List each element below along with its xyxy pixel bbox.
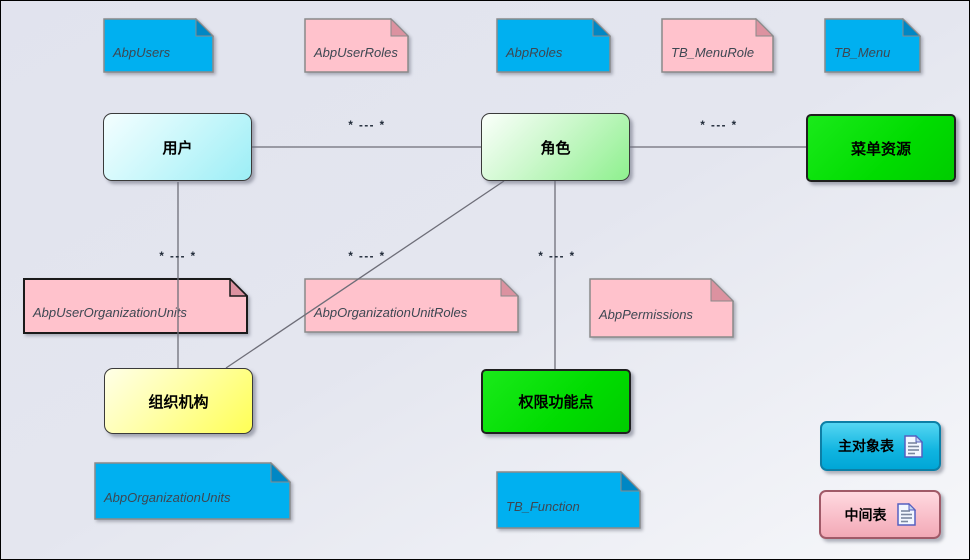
multiplicity-label-role-org: * --- * xyxy=(348,251,386,263)
note-label: AbpUserOrganizationUnits xyxy=(33,305,187,320)
note-label: TB_Function xyxy=(506,499,580,514)
note-label: TB_Menu xyxy=(834,44,891,60)
note-tb-menurole[interactable]: TB_MenuRole xyxy=(661,18,774,73)
multiplicity-label-user-org: * --- * xyxy=(159,251,197,263)
legend-label: 主对象表 xyxy=(838,438,894,454)
entity-user[interactable]: 用户 xyxy=(103,113,252,181)
note-shape xyxy=(589,278,734,338)
note-label: AbpUserRoles xyxy=(314,44,398,60)
entity-label: 菜单资源 xyxy=(850,140,911,158)
note-shape xyxy=(23,278,248,334)
note-abproles[interactable]: AbpRoles xyxy=(496,18,611,73)
legend-main-table[interactable]: 主对象表 xyxy=(820,421,941,471)
document-icon xyxy=(904,434,923,458)
multiplicity-label-role-menu: * --- * xyxy=(700,120,738,132)
connector-role-org[interactable] xyxy=(225,180,505,369)
note-shape xyxy=(661,18,774,73)
note-abporganizationunits[interactable]: AbpOrganizationUnits xyxy=(94,462,291,520)
legend-label: 中间表 xyxy=(844,506,887,523)
entity-label: 组织机构 xyxy=(148,393,209,411)
entity-label: 权限功能点 xyxy=(518,394,594,411)
note-shape xyxy=(496,471,641,529)
note-shape xyxy=(94,462,291,520)
note-shape xyxy=(103,18,214,73)
entity-menu-resource[interactable]: 菜单资源 xyxy=(806,114,956,182)
note-label: AbpRoles xyxy=(506,44,563,60)
entity-role[interactable]: 角色 xyxy=(481,113,630,181)
note-label: AbpPermissions xyxy=(599,307,693,322)
entity-permission-function[interactable]: 权限功能点 xyxy=(481,369,631,434)
note-label: TB_MenuRole xyxy=(671,44,755,60)
note-tb-function[interactable]: TB_Function xyxy=(496,471,641,529)
note-tb-menu[interactable]: TB_Menu xyxy=(824,18,921,73)
note-abporganizationunitroles[interactable]: AbpOrganizationUnitRoles xyxy=(304,278,519,333)
note-shape xyxy=(304,18,409,73)
note-shape xyxy=(304,278,519,333)
entity-label: 用户 xyxy=(162,139,193,157)
note-label: AbpOrganizationUnits xyxy=(104,490,231,505)
note-label: AbpOrganizationUnitRoles xyxy=(314,304,468,320)
note-label: AbpUsers xyxy=(113,44,171,60)
entity-organization[interactable]: 组织机构 xyxy=(104,368,253,434)
note-abpuserroles[interactable]: AbpUserRoles xyxy=(304,18,409,73)
legend-junction-table[interactable]: 中间表 xyxy=(819,490,941,539)
multiplicity-label-user-role: * --- * xyxy=(348,120,386,132)
note-shape xyxy=(496,18,611,73)
note-abpusers[interactable]: AbpUsers xyxy=(103,18,214,73)
multiplicity-label-role-perm: * --- * xyxy=(538,251,576,263)
note-abppermissions[interactable]: AbpPermissions xyxy=(589,278,734,338)
document-icon xyxy=(896,503,916,526)
note-abpuserorganizationunits[interactable]: AbpUserOrganizationUnits xyxy=(23,278,248,334)
entity-label: 角色 xyxy=(540,139,571,157)
note-shape xyxy=(824,18,921,73)
